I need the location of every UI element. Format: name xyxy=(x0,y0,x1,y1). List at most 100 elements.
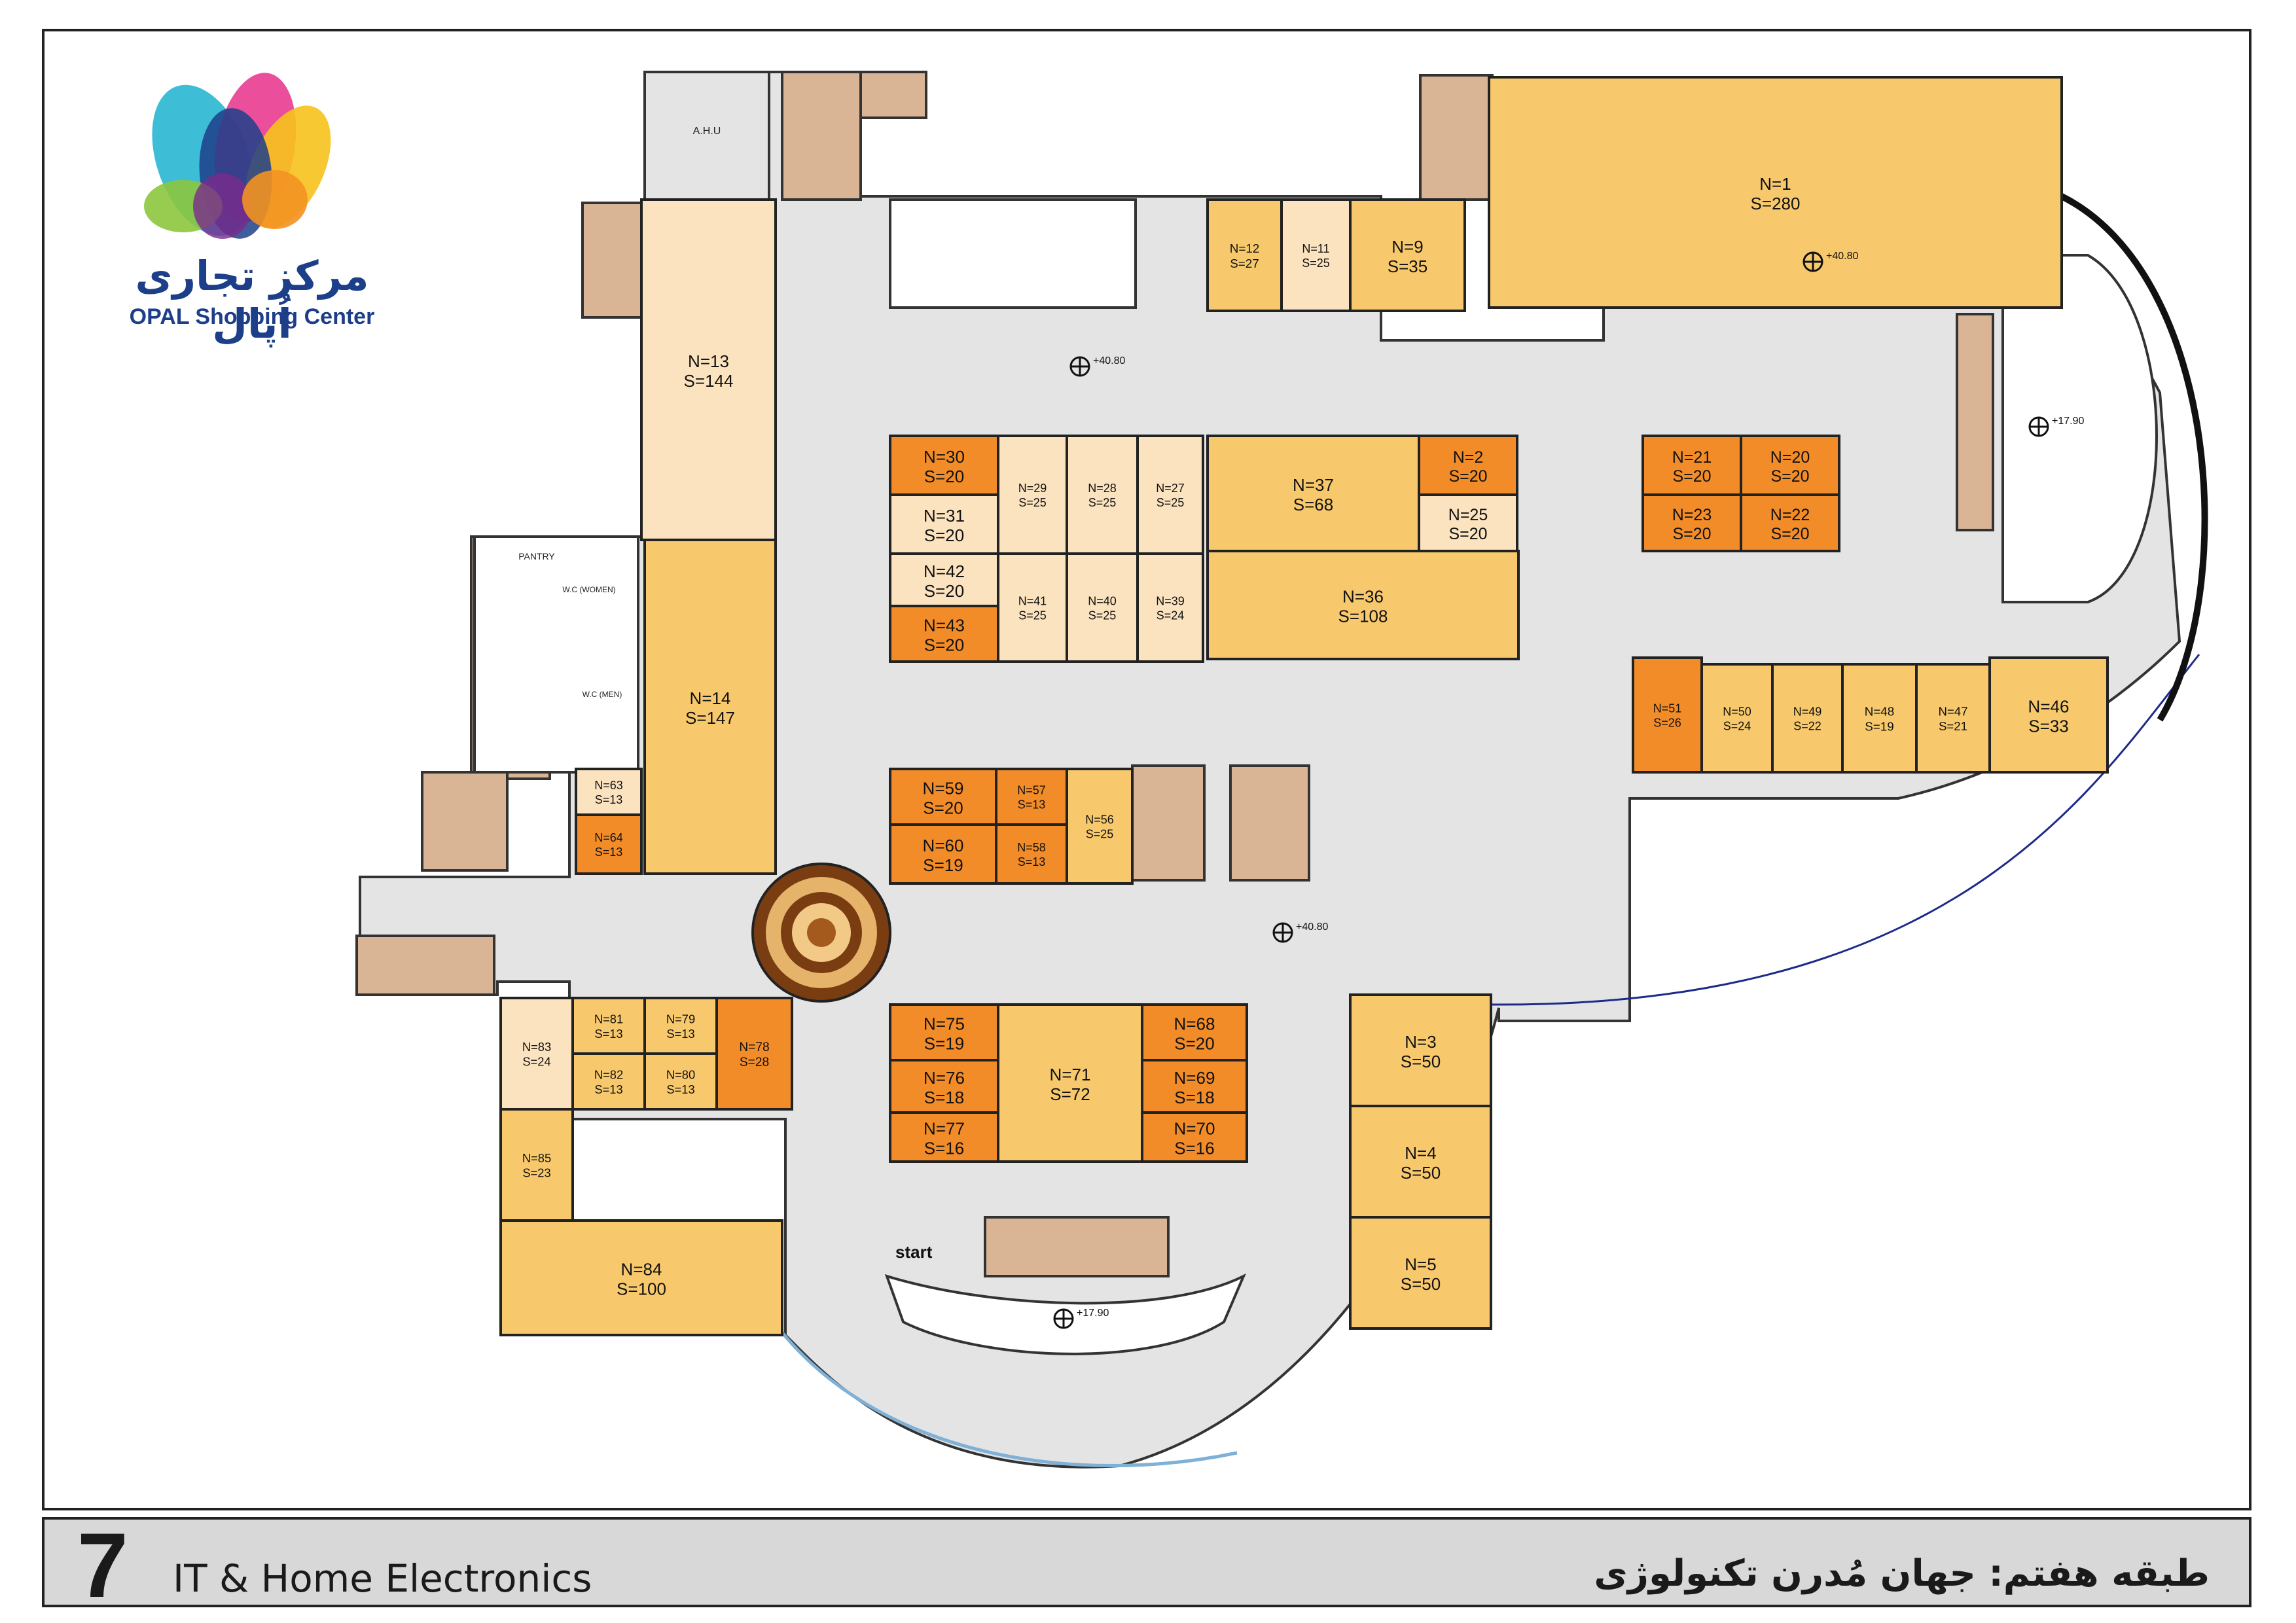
shop-unit[interactable]: N=30S=20 xyxy=(889,435,999,496)
shop-area xyxy=(997,552,1068,663)
shop-unit[interactable]: N=12S=27 xyxy=(1206,198,1283,312)
shop-unit[interactable]: N=5S=50 xyxy=(1349,1216,1492,1330)
shop-unit[interactable]: N=78S=28 xyxy=(715,997,793,1111)
shop-number: N=78 xyxy=(739,1041,769,1054)
shop-area xyxy=(715,997,793,1111)
shop-unit[interactable]: N=58S=13 xyxy=(995,823,1068,885)
shop-unit[interactable]: N=40S=25 xyxy=(1066,552,1139,663)
shop-unit[interactable]: N=57S=13 xyxy=(995,768,1068,826)
shop-area xyxy=(1349,993,1492,1107)
shop-unit[interactable]: N=20S=20 xyxy=(1740,435,1840,496)
shop-unit[interactable]: N=41S=25 xyxy=(997,552,1068,663)
shop-unit[interactable]: N=13S=144 xyxy=(640,198,777,541)
shop-unit[interactable]: N=22S=20 xyxy=(1740,493,1840,552)
shop-unit[interactable]: N=36S=108 xyxy=(1206,550,1520,660)
shop-unit[interactable]: N=56S=25 xyxy=(1066,768,1134,885)
shop-unit[interactable]: N=79S=13 xyxy=(643,997,718,1055)
shop-unit[interactable]: N=47S=21 xyxy=(1915,663,1991,774)
shop-unit[interactable]: N=43S=20 xyxy=(889,605,999,663)
shop-unit[interactable]: N=4S=50 xyxy=(1349,1105,1492,1219)
lift-west xyxy=(421,771,509,872)
shop-unit[interactable]: N=71S=72 xyxy=(997,1003,1143,1163)
shop-unit[interactable]: N=27S=25 xyxy=(1136,435,1204,555)
shop-unit[interactable]: N=23S=20 xyxy=(1641,493,1742,552)
glass-facade-east xyxy=(1492,654,2200,1006)
shop-area xyxy=(1915,663,1991,774)
shop-unit[interactable]: N=31S=20 xyxy=(889,493,999,555)
shop-unit[interactable]: N=60S=19 xyxy=(889,823,997,885)
shop-unit[interactable]: N=48S=19 xyxy=(1841,663,1918,774)
shop-number: N=48 xyxy=(1865,705,1895,719)
shop-unit[interactable]: N=81S=13 xyxy=(571,997,646,1055)
shop-unit[interactable]: N=39S=24 xyxy=(1136,552,1204,663)
level-label: +17.90 xyxy=(1077,1308,1109,1319)
shop-area-size: S=13 xyxy=(666,1027,694,1041)
shop-number: N=28 xyxy=(1088,482,1117,495)
shop-unit[interactable]: N=1S=280 xyxy=(1488,76,2063,309)
shop-unit[interactable]: N=85S=23 xyxy=(499,1108,574,1222)
shop-unit[interactable]: N=37S=68 xyxy=(1206,435,1420,552)
shop-unit[interactable]: N=42S=20 xyxy=(889,552,999,607)
shop-unit[interactable]: N=49S=22 xyxy=(1771,663,1844,774)
shop-area-size: S=25 xyxy=(1157,496,1185,509)
shop-unit[interactable]: N=84S=100 xyxy=(499,1219,783,1336)
shop-unit[interactable]: N=76S=18 xyxy=(889,1059,999,1114)
shop-area xyxy=(1349,1216,1492,1330)
shop-unit[interactable]: N=59S=20 xyxy=(889,768,997,826)
shop-number: N=14 xyxy=(690,688,731,708)
shop-area-size: S=24 xyxy=(522,1054,550,1068)
shop-unit[interactable]: N=25S=20 xyxy=(1418,493,1518,552)
floor-footer: 7 IT & Home Electronics طبقه هفتم: جهان … xyxy=(42,1514,2251,1616)
shop-unit[interactable]: N=51S=26 xyxy=(1632,656,1703,774)
shop-area xyxy=(575,768,643,816)
shop-area-size: S=19 xyxy=(923,855,963,875)
shop-unit[interactable]: N=50S=24 xyxy=(1700,663,1774,774)
shop-area xyxy=(1418,493,1518,552)
shop-number: N=9 xyxy=(1391,237,1423,257)
shop-number: N=82 xyxy=(594,1068,623,1082)
shop-area xyxy=(1206,435,1420,552)
shop-area xyxy=(499,997,574,1111)
shop-unit[interactable]: N=69S=18 xyxy=(1141,1059,1248,1114)
shop-unit[interactable]: N=64S=13 xyxy=(575,813,643,875)
shop-unit[interactable]: N=68S=20 xyxy=(1141,1003,1248,1061)
shop-unit[interactable]: N=82S=13 xyxy=(571,1052,646,1111)
pantry-label: PANTRY xyxy=(518,551,555,562)
shop-unit[interactable]: N=77S=16 xyxy=(889,1111,999,1163)
lift-central xyxy=(1229,764,1310,882)
shop-area xyxy=(1349,1105,1492,1219)
shop-area xyxy=(1066,435,1139,555)
shop-area xyxy=(1641,493,1742,552)
shop-unit[interactable]: N=3S=50 xyxy=(1349,993,1492,1107)
shop-area-size: S=19 xyxy=(1865,719,1894,733)
shop-unit[interactable]: N=21S=20 xyxy=(1641,435,1742,496)
shop-area xyxy=(997,435,1068,555)
shop-unit[interactable]: N=2S=20 xyxy=(1418,435,1518,496)
shop-area-size: S=25 xyxy=(1018,609,1047,622)
shop-number: N=46 xyxy=(2028,697,2070,717)
shop-number: N=57 xyxy=(1017,784,1046,797)
shop-area xyxy=(1700,663,1774,774)
shop-area xyxy=(499,1108,574,1222)
shop-unit[interactable]: N=28S=25 xyxy=(1066,435,1139,555)
shop-unit[interactable]: N=75S=19 xyxy=(889,1003,999,1061)
shop-area-size: S=35 xyxy=(1388,257,1427,276)
void-north xyxy=(889,198,1137,309)
shop-unit[interactable]: N=11S=25 xyxy=(1280,198,1352,312)
shop-number: N=51 xyxy=(1653,702,1682,715)
shop-area-size: S=13 xyxy=(594,1027,622,1041)
shop-unit[interactable]: N=46S=33 xyxy=(1988,656,2109,774)
shop-number: N=27 xyxy=(1156,482,1185,495)
glass-facade-south xyxy=(778,1327,1238,1467)
shop-area-size: S=22 xyxy=(1793,720,1821,733)
shop-area xyxy=(1141,1003,1248,1061)
shop-unit[interactable]: N=63S=13 xyxy=(575,768,643,816)
shop-unit[interactable]: N=70S=16 xyxy=(1141,1111,1248,1163)
shop-unit[interactable]: N=29S=25 xyxy=(997,435,1068,555)
shop-unit[interactable]: N=14S=147 xyxy=(643,539,777,875)
shop-unit[interactable]: N=9S=35 xyxy=(1349,198,1466,312)
shop-unit[interactable]: N=80S=13 xyxy=(643,1052,718,1111)
stair-northeast xyxy=(1419,74,1494,201)
shop-unit[interactable]: N=83S=24 xyxy=(499,997,574,1111)
